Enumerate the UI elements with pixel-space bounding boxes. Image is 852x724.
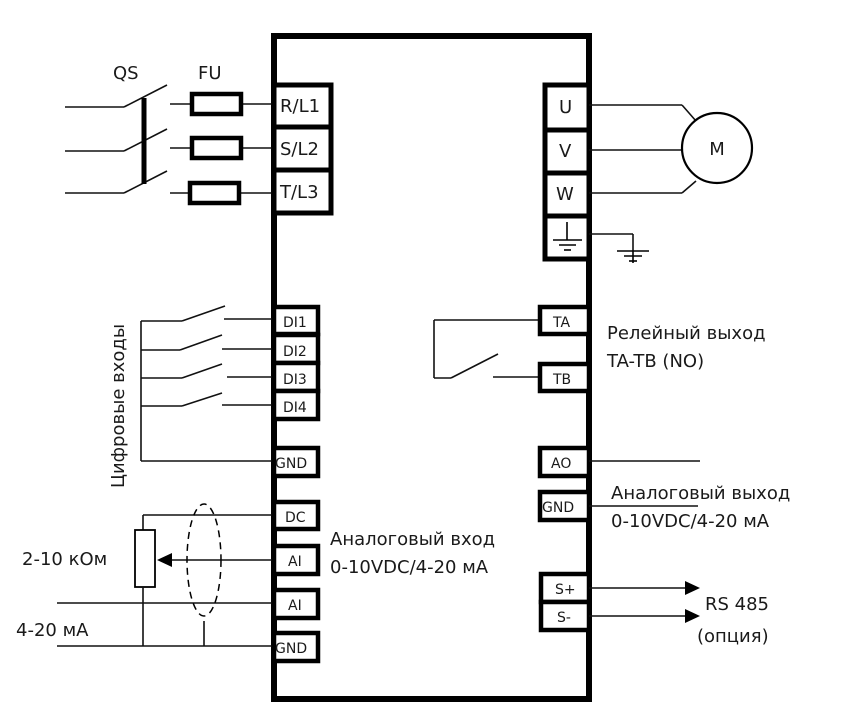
analog-output-range: 0-10VDC/4-20 мА bbox=[611, 511, 770, 532]
analog-output-terminals: AO GND bbox=[537, 445, 592, 523]
analog-input-label: Аналоговый вход bbox=[330, 529, 495, 550]
analog-input-range: 0-10VDC/4-20 мА bbox=[330, 557, 489, 578]
terminal-r-l1: R/L1 bbox=[280, 96, 320, 117]
terminal-w: W bbox=[556, 184, 574, 205]
terminal-s-plus: S+ bbox=[555, 582, 576, 598]
rs485-wiring bbox=[589, 581, 700, 623]
fuses bbox=[170, 91, 274, 206]
analog-input-terminals: DC AI AI GND bbox=[271, 499, 321, 664]
rs485-terminals: S+ S- bbox=[538, 571, 592, 633]
current-input-label: 4-20 мА bbox=[16, 620, 89, 641]
terminal-s-l2: S/L2 bbox=[280, 139, 319, 160]
relay-output-label: Релейный выход bbox=[607, 323, 766, 344]
rs485-label: RS 485 bbox=[705, 594, 769, 615]
digital-input-wiring bbox=[140, 305, 274, 462]
relay-output-mode: TA-TB (NO) bbox=[606, 351, 704, 372]
terminal-di3: DI3 bbox=[283, 372, 307, 388]
terminal-gnd-ai: GND bbox=[275, 641, 307, 657]
terminal-di2: DI2 bbox=[283, 344, 307, 360]
analog-input-wiring bbox=[57, 503, 274, 647]
relay-terminals: TA TB bbox=[537, 304, 592, 394]
terminal-dc: DC bbox=[285, 510, 306, 526]
terminal-di4: DI4 bbox=[283, 400, 307, 416]
terminal-v: V bbox=[559, 141, 572, 162]
ground-icon bbox=[553, 222, 582, 251]
arrow-right-icon bbox=[685, 581, 700, 595]
wiper-arrow-icon bbox=[157, 553, 172, 567]
motor-label: M bbox=[709, 139, 725, 160]
qs-switch bbox=[65, 84, 168, 194]
digital-input-terminals: DI1 DI2 DI3 DI4 GND bbox=[271, 304, 321, 479]
terminal-gnd-di: GND bbox=[275, 456, 307, 472]
terminal-s-minus: S- bbox=[557, 610, 571, 626]
motor-terminals: U V W bbox=[542, 82, 592, 262]
arrow-right-icon bbox=[685, 609, 700, 623]
terminal-tb: TB bbox=[552, 372, 571, 388]
potentiometer-icon bbox=[134, 529, 156, 588]
fuse-icon bbox=[189, 91, 244, 117]
digital-inputs-label: Цифровые входы bbox=[108, 324, 129, 488]
terminal-ai2: AI bbox=[288, 598, 302, 614]
analog-output-label: Аналоговый выход bbox=[611, 483, 790, 504]
shield-icon bbox=[186, 503, 222, 617]
terminal-gnd-ao: GND bbox=[542, 500, 574, 516]
terminal-ao: AO bbox=[551, 456, 571, 472]
motor-wiring bbox=[589, 104, 697, 263]
terminal-ta: TA bbox=[552, 315, 570, 331]
terminal-u: U bbox=[559, 97, 572, 118]
potentiometer-label: 2-10 кОм bbox=[22, 549, 107, 570]
motor: M bbox=[680, 111, 754, 185]
terminal-t-l3: T/L3 bbox=[279, 182, 319, 203]
qs-label: QS bbox=[113, 63, 139, 84]
earth-ground-icon bbox=[617, 250, 649, 263]
motor-icon bbox=[680, 111, 754, 185]
terminal-ai1: AI bbox=[288, 554, 302, 570]
fuse-icon bbox=[187, 180, 242, 206]
rs485-option-label: (опция) bbox=[697, 626, 769, 647]
terminal-di1: DI1 bbox=[283, 315, 307, 331]
fuse-icon bbox=[189, 135, 244, 161]
power-terminals: R/L1 S/L2 T/L3 bbox=[271, 82, 334, 216]
fu-label: FU bbox=[198, 63, 222, 84]
relay-wiring bbox=[433, 319, 540, 379]
